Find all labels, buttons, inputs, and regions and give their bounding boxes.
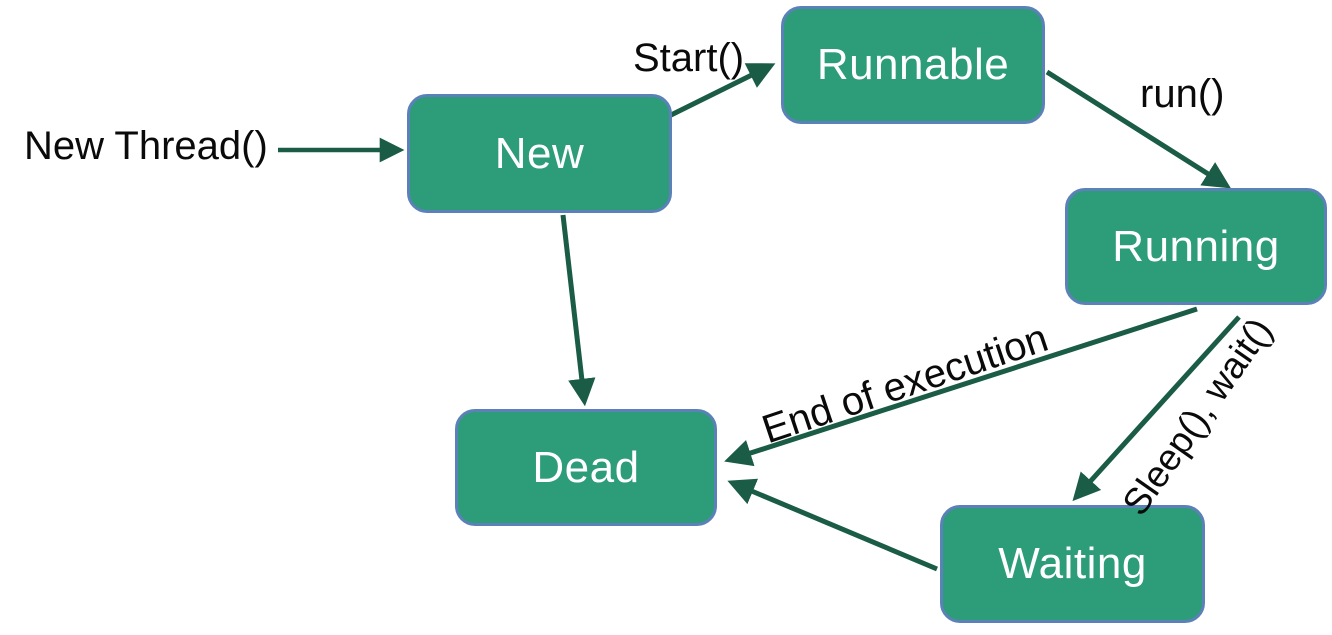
- node-new-label: New: [494, 128, 585, 178]
- node-runnable-label: Runnable: [816, 40, 1010, 89]
- label-sleep-wait: Sleep(), wait(): [1114, 310, 1281, 523]
- node-dead: Dead: [455, 409, 717, 526]
- node-waiting-label: Waiting: [998, 539, 1147, 588]
- arrow-waiting-to-dead: [727, 478, 938, 572]
- node-waiting: Waiting: [940, 505, 1205, 623]
- label-end-of-execution: End of execution: [756, 315, 1054, 453]
- node-running-label: Running: [1112, 221, 1280, 271]
- label-run: run(): [1140, 72, 1225, 116]
- arrow-new-to-dead: [560, 214, 596, 407]
- label-new-thread: New Thread(): [24, 124, 268, 168]
- label-start: Start(): [633, 36, 745, 80]
- node-new: New: [407, 94, 672, 213]
- node-runnable: Runnable: [781, 6, 1045, 124]
- node-dead-label: Dead: [532, 442, 640, 492]
- node-running: Running: [1065, 188, 1327, 305]
